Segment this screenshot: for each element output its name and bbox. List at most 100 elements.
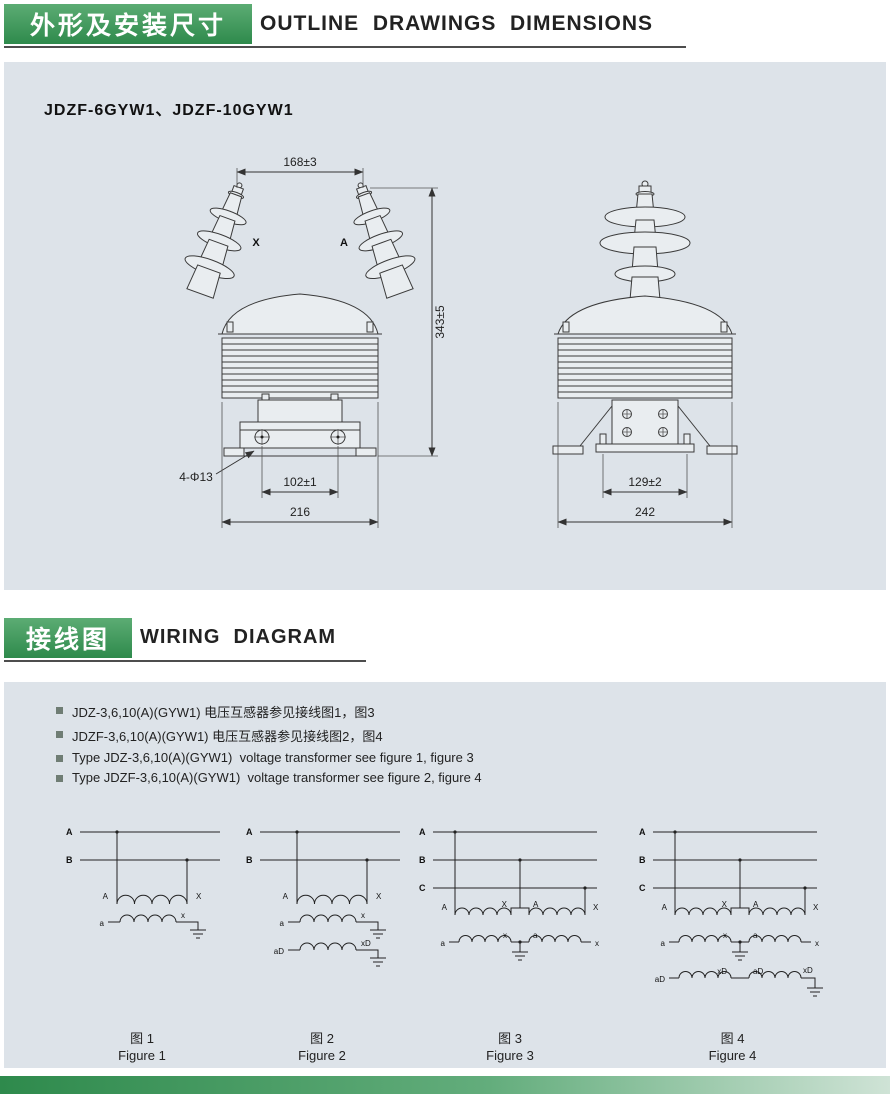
sec-a-label: a: [661, 939, 666, 948]
ground-symbol: [732, 951, 748, 961]
res-xd-mid-label: xD: [717, 967, 727, 976]
terminal-x-label: X: [252, 237, 260, 249]
figure2-diagram: A B A X a x aD xD: [246, 827, 400, 967]
bus-b-label: B: [246, 855, 253, 865]
sec-x-mid-label: x: [723, 931, 727, 940]
t1-x-label: X: [502, 900, 508, 909]
primary-a-label: A: [283, 892, 289, 901]
t1-x-label: X: [722, 900, 728, 909]
t2-primary-coil: [748, 907, 806, 916]
res-xd-label: xD: [803, 966, 813, 975]
note-text: JDZF-3,6,10(A)(GYW1) 电压互感器参见接线图2，图4: [72, 729, 383, 744]
sec-x-mid-label: x: [503, 931, 507, 940]
note-text: Type JDZ-3,6,10(A)(GYW1) voltage transfo…: [72, 750, 474, 765]
secondary-a-label: a: [100, 919, 105, 928]
secondary-a-label: a: [280, 919, 285, 928]
bus-a-label: A: [419, 827, 426, 837]
section1-title-en: OUTLINE DRAWINGS DIMENSIONS: [260, 12, 654, 35]
t1-residual-coil: [678, 971, 732, 979]
bus-b-label: B: [66, 855, 73, 865]
note-line: JDZ-3,6,10(A)(GYW1) 电压互感器参见接线图1，图3: [56, 702, 816, 721]
residual-xd-label: xD: [361, 939, 371, 948]
front-ribbed-body: [221, 337, 379, 399]
dim-overall-width: 216: [290, 505, 310, 519]
footer-accent-bar: [0, 1076, 890, 1094]
front-dimensions: 168±3 343±5 4-Φ13 102±1 216: [179, 155, 447, 528]
side-view: 129±2 242: [552, 180, 738, 528]
dim-side-bolt-spacing: 129±2: [628, 475, 662, 489]
res-ad-mid-label: aD: [753, 967, 763, 976]
bus-b-label: B: [639, 855, 646, 865]
t1-primary-coil: [454, 907, 512, 916]
side-base: [552, 399, 738, 455]
ground-symbol: [370, 957, 386, 967]
sec-x-label: x: [595, 939, 599, 948]
t1-a-label: A: [442, 903, 448, 912]
primary-x-label: X: [196, 892, 202, 901]
model-designation: JDZF-6GYW1、JDZF-10GYW1: [44, 102, 294, 119]
wiring-notes: JDZ-3,6,10(A)(GYW1) 电压互感器参见接线图1，图3 JDZF-…: [56, 702, 816, 790]
outline-panel: [4, 62, 886, 590]
secondary-coil: [299, 914, 357, 923]
note-line: Type JDZF-3,6,10(A)(GYW1) voltage transf…: [56, 770, 816, 785]
front-view: X A: [179, 155, 447, 528]
wiring-panel: [4, 682, 886, 1068]
figure2-caption-en: Figure 2: [298, 1048, 346, 1063]
t2-secondary-coil: [528, 935, 582, 943]
residual-coil: [299, 942, 357, 951]
t2-a-label: A: [753, 900, 759, 909]
figure4-diagram: A B C A X A X a x a x aD xD aD xD: [639, 827, 823, 997]
ground-symbol: [190, 929, 206, 939]
t2-primary-coil: [528, 907, 586, 916]
front-dome: [221, 293, 379, 335]
t1-primary-coil: [674, 907, 732, 916]
bushing-a: [353, 182, 416, 299]
front-base: [223, 393, 377, 457]
section2-title-zh: 接线图: [4, 618, 132, 658]
figure1-caption-zh: 图 1: [130, 1031, 154, 1046]
section2-title-en: WIRING DIAGRAM: [140, 626, 337, 648]
t2-a-label: A: [533, 900, 539, 909]
side-bushing: [599, 180, 691, 301]
side-flange-bolt-left: [562, 321, 570, 333]
section1-title-zh: 外形及安装尺寸: [4, 4, 252, 44]
note-text: Type JDZF-3,6,10(A)(GYW1) voltage transf…: [72, 770, 482, 785]
t1-secondary-coil: [458, 935, 512, 943]
primary-coil: [296, 894, 368, 905]
note-line: Type JDZ-3,6,10(A)(GYW1) voltage transfo…: [56, 750, 816, 765]
outline-drawing: X A: [179, 155, 738, 528]
section1-title-rule: [4, 46, 686, 48]
section2-title-rule: [4, 660, 366, 662]
t2-x-label: X: [593, 903, 599, 912]
sec-x-label: x: [815, 939, 819, 948]
sec-a-mid-label: a: [753, 931, 758, 940]
side-flange-bolt-right: [720, 321, 728, 333]
primary-coil: [116, 894, 188, 905]
bushing-x: [184, 182, 247, 299]
figure3-diagram: A B C A X A X a x a x: [419, 827, 599, 961]
figure4-caption-en: Figure 4: [708, 1048, 757, 1063]
primary-a-label: A: [103, 892, 109, 901]
figure4-caption-zh: 图 4: [720, 1031, 745, 1046]
secondary-coil: [119, 914, 177, 923]
primary-x-label: X: [376, 892, 382, 901]
bus-b-label: B: [419, 855, 426, 865]
dim-top-width: 168±3: [283, 155, 317, 169]
sec-a-mid-label: a: [533, 931, 538, 940]
bullet-icon: [56, 775, 63, 782]
dim-side-overall-width: 242: [635, 505, 655, 519]
bus-a-label: A: [639, 827, 646, 837]
bus-a-label: A: [246, 827, 253, 837]
ground-symbol: [370, 929, 386, 939]
figure2-caption-zh: 图 2: [310, 1031, 334, 1046]
bullet-icon: [56, 755, 63, 762]
note-text: JDZ-3,6,10(A)(GYW1) 电压互感器参见接线图1，图3: [72, 705, 375, 720]
figure3-caption-en: Figure 3: [486, 1048, 534, 1063]
t1-a-label: A: [662, 903, 668, 912]
bus-a-label: A: [66, 827, 73, 837]
secondary-x-label: x: [181, 911, 185, 920]
t2-x-label: X: [813, 903, 819, 912]
front-flange-bolt-left: [226, 321, 234, 333]
t2-secondary-coil: [748, 935, 802, 943]
